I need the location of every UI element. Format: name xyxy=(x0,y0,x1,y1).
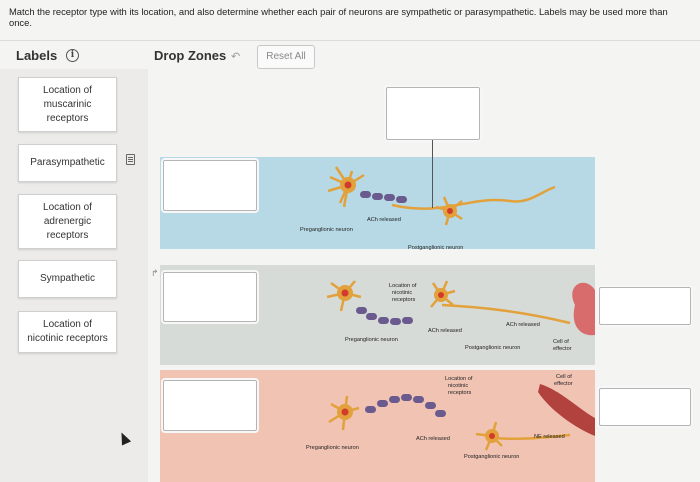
panel3-postganglionic-axon xyxy=(494,433,571,441)
panel2-myelin xyxy=(356,307,413,325)
panel1-preganglionic-label: Preganglionic neuron xyxy=(300,227,353,233)
document-icon xyxy=(126,154,135,165)
label-card-sympathetic[interactable]: Sympathetic xyxy=(18,260,117,298)
panel3-preganglionic-cell xyxy=(328,395,360,431)
instructions-text: Match the receptor type with its locatio… xyxy=(9,6,668,28)
reset-all-button[interactable]: Reset All xyxy=(257,45,315,69)
label-card-nicotinic[interactable]: Location of nicotinic receptors xyxy=(18,311,117,353)
panel2-effector-cell xyxy=(572,282,595,336)
label-card-muscarinic[interactable]: Location of muscarinic receptors xyxy=(18,77,117,132)
panel1-preganglionic-cell xyxy=(327,166,365,208)
drop-zone-top[interactable] xyxy=(386,87,480,140)
panel1-postganglionic-axon xyxy=(391,185,556,210)
panel2-effector-l1: Cell of xyxy=(553,339,569,345)
panel2-nicotinic-l1: Location of xyxy=(389,283,417,289)
drop-zone-panel2[interactable] xyxy=(163,272,257,322)
panel2-preganglionic-label: Preganglionic neuron xyxy=(345,337,398,343)
panel3-myelin xyxy=(365,394,446,417)
panel3-nicotinic-l2: nicotinic xyxy=(448,383,469,389)
panel3-ach-label: ACh released xyxy=(416,436,450,442)
drop-zone-panel1[interactable] xyxy=(163,160,257,211)
panel2-effector-l2: effector xyxy=(553,346,572,352)
undo-icon[interactable]: ↶ xyxy=(231,51,241,63)
drop-zone-right-lower[interactable] xyxy=(599,388,691,426)
panel3-effector-muscle xyxy=(538,384,595,436)
panel3-nicotinic-l3: receptors xyxy=(448,390,472,396)
header-divider xyxy=(0,40,700,41)
panel2-preganglionic-cell xyxy=(326,280,362,312)
cursor-icon: ↱ xyxy=(151,268,159,278)
panel3-ne-label: NE released xyxy=(534,434,565,440)
panel1-ach-label: ACh released xyxy=(367,217,401,223)
panel3-postganglionic-label: Postganglionic neuron xyxy=(464,454,520,460)
panel2-postganglionic-label: Postganglionic neuron xyxy=(465,345,521,351)
panel3-postganglionic-cell xyxy=(475,421,503,451)
panel2-ach-label-2: ACh released xyxy=(506,322,540,328)
panel2-ach-label-1: ACh released xyxy=(428,328,462,334)
panel3-preganglionic-label: Preganglionic neuron xyxy=(306,445,359,451)
drop-zones-title: Drop Zones xyxy=(154,48,227,63)
panel2-nicotinic-l3: receptors xyxy=(392,297,416,303)
label-card-adrenergic[interactable]: Location of adrenergic receptors xyxy=(18,194,117,249)
panel3-effector-l1: Cell of xyxy=(556,374,572,380)
drop-zone-panel3[interactable] xyxy=(163,380,257,431)
panel1-myelin xyxy=(360,191,407,203)
info-icon[interactable]: i xyxy=(66,49,79,62)
panel3-nicotinic-l1: Location of xyxy=(445,376,473,382)
drop-zone-right-upper[interactable] xyxy=(599,287,691,325)
panel2-nicotinic-l2: nicotinic xyxy=(392,290,413,296)
panel2-postganglionic-axon xyxy=(441,303,571,325)
label-card-parasympathetic[interactable]: Parasympathetic xyxy=(18,144,117,182)
drop-zone-top-leader xyxy=(432,140,433,208)
panel1-postganglionic-label: Postganglionic neuron xyxy=(408,245,464,251)
panel1-postganglionic-cell xyxy=(435,196,463,226)
panel2-postganglionic-cell xyxy=(430,280,456,308)
panel3-effector-l2: effector xyxy=(554,381,573,387)
labels-title: Labels xyxy=(16,48,58,63)
